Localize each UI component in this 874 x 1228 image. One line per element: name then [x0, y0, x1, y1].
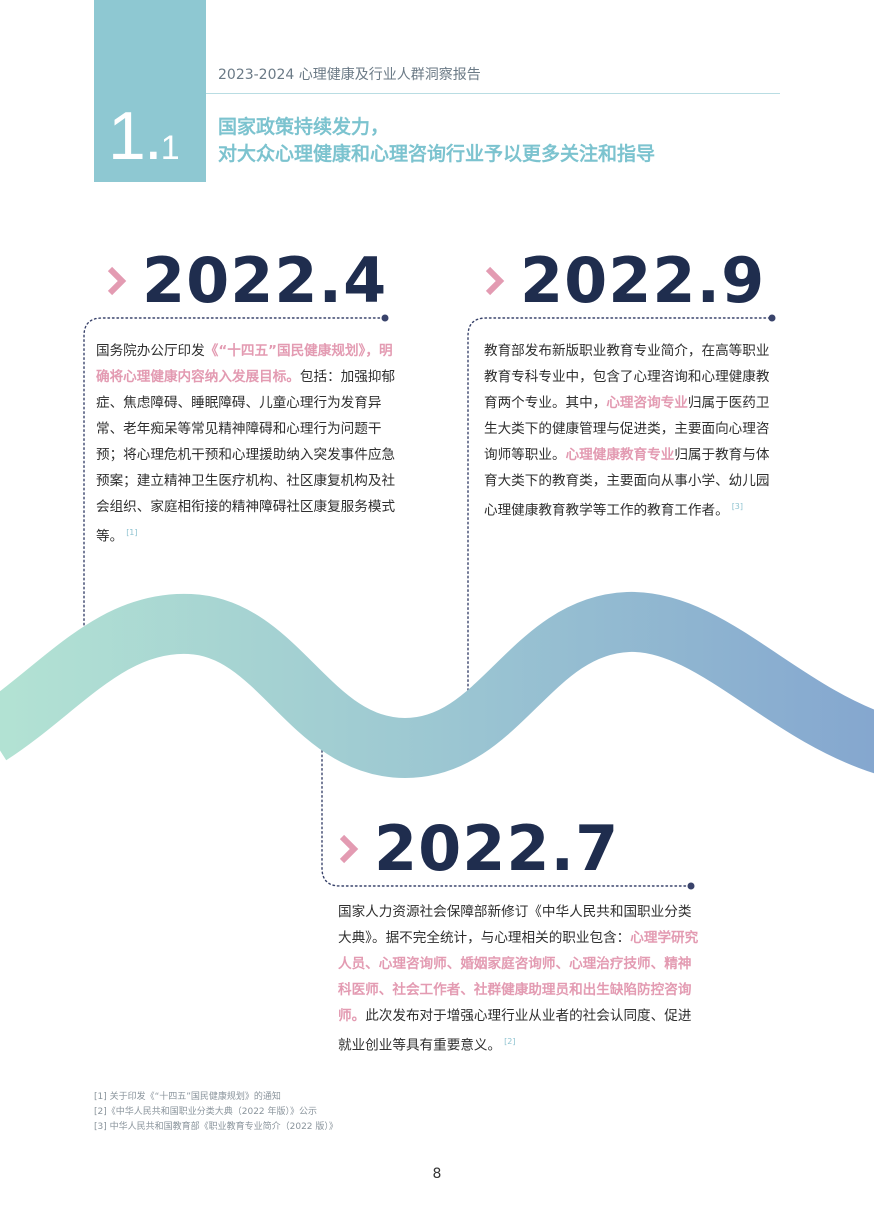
chevron-right-icon [485, 266, 505, 296]
text-segment: 国家人力资源社会保障部新修订《中华人民共和国职业分类大典》。据不完全统计，与心理… [338, 904, 692, 946]
page-number: 8 [432, 1166, 442, 1182]
timeline-year-3: 2022.7 [338, 814, 619, 884]
reference-marker: [2] [504, 1037, 516, 1046]
text-segment: 归属于医药卫生大类下的健康管理与促进类，主要面向心理咨询师等职业。 [484, 395, 770, 463]
footnote-2: [2]《中华人民共和国职业分类大典（2022 年版）》公示 [94, 1107, 318, 1117]
footnote-1: [1] 关于印发《“十四五”国民健康规划》的通知 [94, 1092, 281, 1102]
section-heading: 国家政策持续发力， 对大众心理健康和心理咨询行业予以更多关注和指导 [218, 114, 778, 168]
section-number-sub: 1 [160, 129, 180, 167]
text-highlight: 《“十四五”国民健康规划》，明确将心理健康内容纳入发展目标。 [96, 343, 393, 385]
connector-3 [321, 747, 691, 887]
section-number-main: 1. [108, 98, 163, 174]
text-segment: 教育部发布新版职业教育专业简介，在高等职业教育专科专业中，包含了心理咨询和心理健… [484, 343, 770, 411]
text-highlight: 心理学研究人员、心理咨询师、婚姻家庭咨询师、心理治疗技师、精神科医师、社会工作者… [338, 930, 699, 1024]
timeline-year-2: 2022.9 [484, 246, 765, 316]
text-segment: 国务院办公厅印发 [96, 343, 205, 359]
timeline-text-3: 国家人力资源社会保障部新修订《中华人民共和国职业分类大典》。据不完全统计，与心理… [338, 899, 700, 1059]
text-highlight: 心理咨询专业 [606, 395, 688, 411]
year-label: 2022.9 [520, 244, 766, 317]
chevron-right-icon [107, 266, 127, 296]
footnotes: [1] 关于印发《“十四五”国民健康规划》的通知 [2]《中华人民共和国职业分类… [94, 1090, 338, 1135]
text-segment: 包括：加强抑郁症、焦虑障碍、睡眠障碍、儿童心理行为发育异常、老年痴呆等常见精神障… [96, 369, 396, 545]
connector-dot-1 [381, 314, 389, 322]
reference-marker: [3] [731, 502, 744, 511]
timeline-text-1: 国务院办公厅印发《“十四五”国民健康规划》，明确将心理健康内容纳入发展目标。包括… [96, 338, 396, 550]
year-label: 2022.4 [142, 244, 388, 317]
section-number: 1.1 [108, 96, 208, 176]
text-highlight: 心理健康教育专业 [565, 447, 675, 463]
text-segment: 归属于教育与体育大类下的教育类，主要面向从事小学、幼儿园心理健康教育教学等工作的… [484, 447, 770, 519]
footnote-3: [3] 中华人民共和国教育部《职业教育专业简介（2022 版）》 [94, 1122, 338, 1132]
text-segment: 此次发布对于增强心理行业从业者的社会认同度、促进就业创业等具有重要意义。 [338, 1008, 692, 1054]
connector-dot-3 [687, 882, 695, 890]
section-heading-line1: 国家政策持续发力， [218, 116, 390, 138]
reference-marker: [1] [126, 528, 138, 537]
chevron-right-icon [339, 834, 359, 864]
year-label: 2022.7 [374, 812, 620, 885]
wave-ribbon [0, 592, 874, 779]
report-title: 2023-2024 心理健康及行业人群洞察报告 [218, 67, 481, 83]
timeline-year-1: 2022.4 [106, 246, 387, 316]
section-color-block [94, 0, 206, 182]
connector-dot-2 [768, 314, 776, 322]
connector-1 [83, 317, 385, 641]
connector-2 [467, 317, 771, 701]
header-divider [206, 93, 780, 94]
timeline-text-2: 教育部发布新版职业教育专业简介，在高等职业教育专科专业中，包含了心理咨询和心理健… [484, 338, 782, 524]
section-heading-line2: 对大众心理健康和心理咨询行业予以更多关注和指导 [218, 143, 656, 165]
